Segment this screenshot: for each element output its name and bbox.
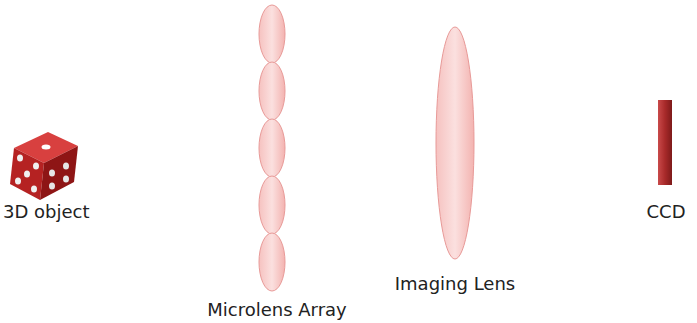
object-label: 3D object (3, 201, 90, 223)
dice-object (10, 132, 78, 200)
imaging-lens (436, 27, 474, 259)
microlens-array (259, 5, 285, 291)
part-label: Imaging Lens (395, 273, 515, 295)
part-label: Microlens Array (207, 299, 347, 321)
part-label: CCD (647, 201, 686, 223)
ccd-sensor (658, 100, 672, 185)
